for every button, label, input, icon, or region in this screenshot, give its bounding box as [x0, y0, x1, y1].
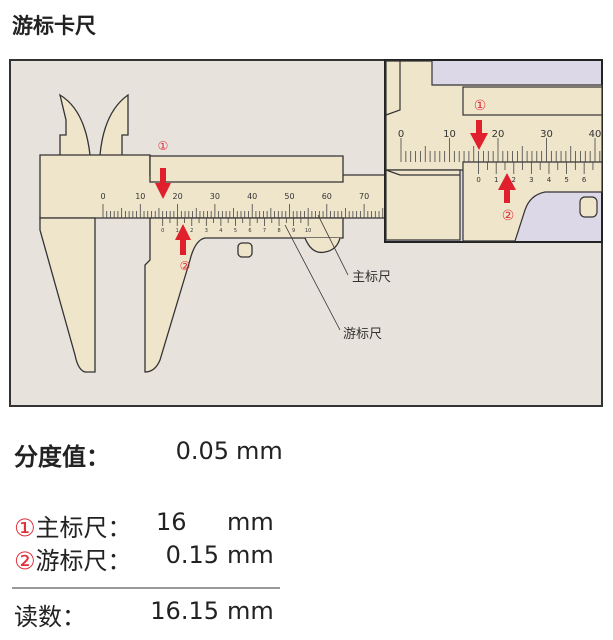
inset-vernier-number: 2 — [512, 176, 516, 184]
vernier-number: 5 — [234, 228, 237, 234]
lock-screw — [237, 242, 253, 258]
vernier-number: 0 — [161, 228, 164, 234]
vernier-number: 7 — [263, 228, 266, 234]
vernier-unit: mm — [227, 541, 274, 569]
main-reading-row: ①主标尺： 16 mm — [14, 508, 274, 543]
vernier-reading-row: ②游标尺： 0.15 mm — [14, 541, 274, 576]
inset-main-number: 20 — [492, 129, 505, 140]
vernier-number: 2 — [190, 228, 193, 234]
vernier-number: 4 — [219, 228, 222, 234]
main-scale-number: 40 — [247, 192, 257, 201]
inset-main-number: 10 — [443, 129, 456, 140]
inset-arrow-up-icon — [498, 173, 516, 203]
main-unit: mm — [227, 508, 274, 536]
main-value: 16 — [156, 508, 187, 536]
main-scale-number: 60 — [322, 192, 332, 201]
vernier-number: 3 — [205, 228, 208, 234]
main-scale-leader — [317, 214, 349, 276]
vernier-scale-callout: 游标尺 — [343, 327, 382, 342]
inset-main-number: 0 — [398, 129, 404, 140]
magnified-inset: 0 10 20 30 40 0 1 2 3 4 5 6 ① ② — [384, 59, 603, 243]
total-label: 读数： — [14, 603, 86, 631]
inset-vernier-number: 6 — [582, 176, 587, 184]
vernier-number: 1 — [176, 228, 179, 234]
fixed-lower-jaw — [39, 217, 96, 373]
inset-vernier-number: 3 — [529, 176, 533, 184]
slider-body — [144, 217, 344, 373]
caliper-diagram: 0 10 20 30 40 50 60 70 0 1 2 3 4 5 6 7 8… — [9, 59, 603, 407]
main-scale-number: 10 — [135, 192, 145, 201]
sum-divider — [12, 587, 280, 589]
resolution-label: 分度值： — [14, 443, 110, 471]
main-scale-number: 0 — [100, 192, 105, 201]
marker-1: ① — [158, 139, 169, 153]
inset-vernier-number: 5 — [564, 176, 568, 184]
inset-arrow-down-icon — [470, 120, 488, 150]
inset-vernier-number: 0 — [476, 176, 480, 184]
inset-main-number: 40 — [589, 129, 602, 140]
total-value: 16.15 — [150, 597, 219, 625]
main-scale-callout: 主标尺 — [352, 270, 391, 285]
vernier-number: 8 — [277, 228, 280, 234]
vernier-label: 游标尺： — [35, 547, 132, 575]
inset-vernier-number: 4 — [547, 176, 552, 184]
marker-2: ② — [180, 259, 191, 273]
main-label: 主标尺： — [35, 514, 132, 542]
vernier-leader — [284, 224, 341, 331]
arrow-up-icon — [175, 224, 191, 255]
vernier-value: 0.15 — [165, 541, 219, 569]
vernier-number: 9 — [292, 228, 295, 234]
page-title: 游标卡尺 — [12, 14, 96, 38]
arrow-down-icon — [155, 168, 171, 199]
main-scale-number: 20 — [173, 192, 183, 201]
total-reading-row: 读数： 16.15 mm — [14, 597, 274, 632]
vernier-marker: ② — [14, 547, 36, 575]
slider-top — [149, 155, 344, 183]
main-scale-number: 30 — [210, 192, 220, 201]
resolution-row: 分度值： 0.05 mm — [14, 437, 283, 472]
main-scale-number: 50 — [284, 192, 294, 201]
vernier-number: 10 — [305, 228, 311, 234]
resolution-unit: mm — [236, 437, 283, 465]
main-scale-number: 70 — [359, 192, 369, 201]
total-unit: mm — [227, 597, 274, 625]
inset-marker-2: ② — [502, 208, 515, 224]
inset-marker-1: ① — [474, 98, 487, 114]
resolution-value: 0.05 — [175, 437, 229, 465]
vernier-number: 6 — [248, 228, 251, 234]
inset-main-number: 30 — [540, 129, 553, 140]
main-marker: ① — [14, 514, 36, 542]
inset-vernier-number: 1 — [494, 176, 498, 184]
